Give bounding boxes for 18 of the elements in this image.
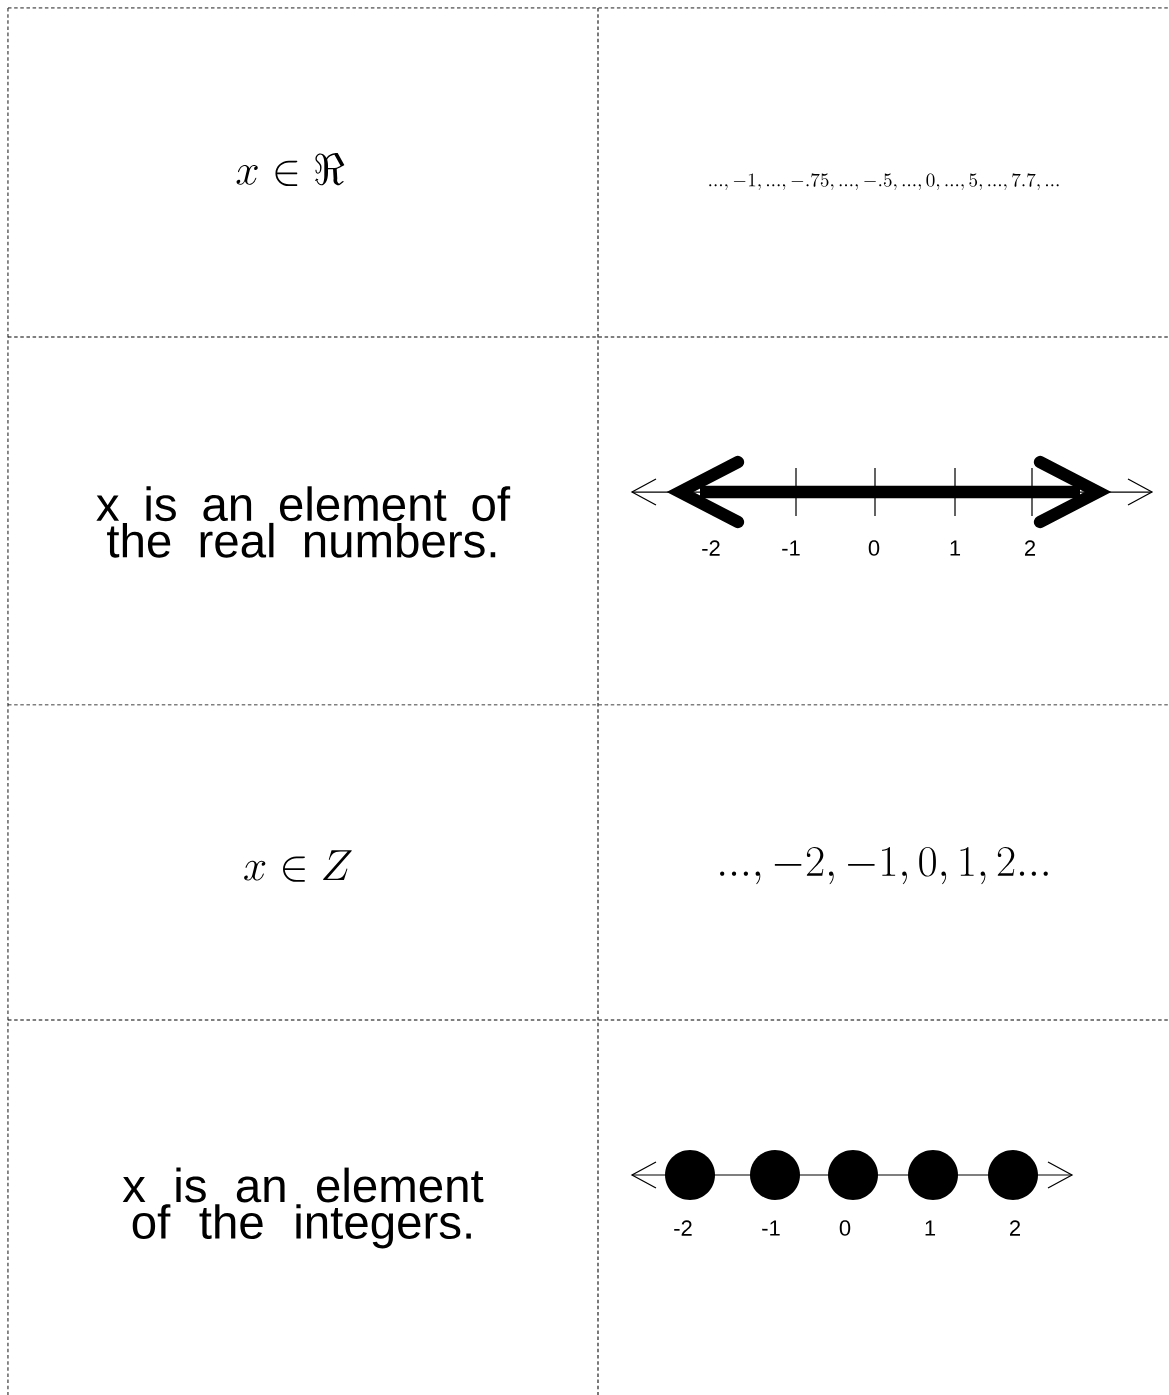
tick-label: 0 xyxy=(868,540,880,556)
tick-label: -2 xyxy=(674,1220,692,1236)
formula: $x \in Z$ xyxy=(244,850,352,882)
tick-label: 2 xyxy=(1025,540,1035,556)
tick-label: -1 xyxy=(782,540,800,556)
formula: $...,-2,-1,0,1,2...$ xyxy=(720,846,1048,885)
tick-label: 1 xyxy=(950,540,961,556)
tick-label: 2 xyxy=(1010,1220,1020,1236)
card-text: x is an element of the integers. xyxy=(122,1167,484,1249)
tick-label: -2 xyxy=(702,540,720,556)
card-text: x is an element of the real numbers. xyxy=(96,486,511,558)
formula: $...,-1,...,-.75,...,-.5,...,0,...,5,...,7.7,...$ xyxy=(709,173,1059,191)
tick-label: 0 xyxy=(839,1220,851,1236)
tick-label: -1 xyxy=(762,1220,780,1236)
number-line-drawing xyxy=(630,1150,1074,1200)
tick-label: 1 xyxy=(925,1220,936,1236)
number-line-drawing xyxy=(630,455,1154,529)
formula: $x \in \Re$ xyxy=(236,153,345,187)
